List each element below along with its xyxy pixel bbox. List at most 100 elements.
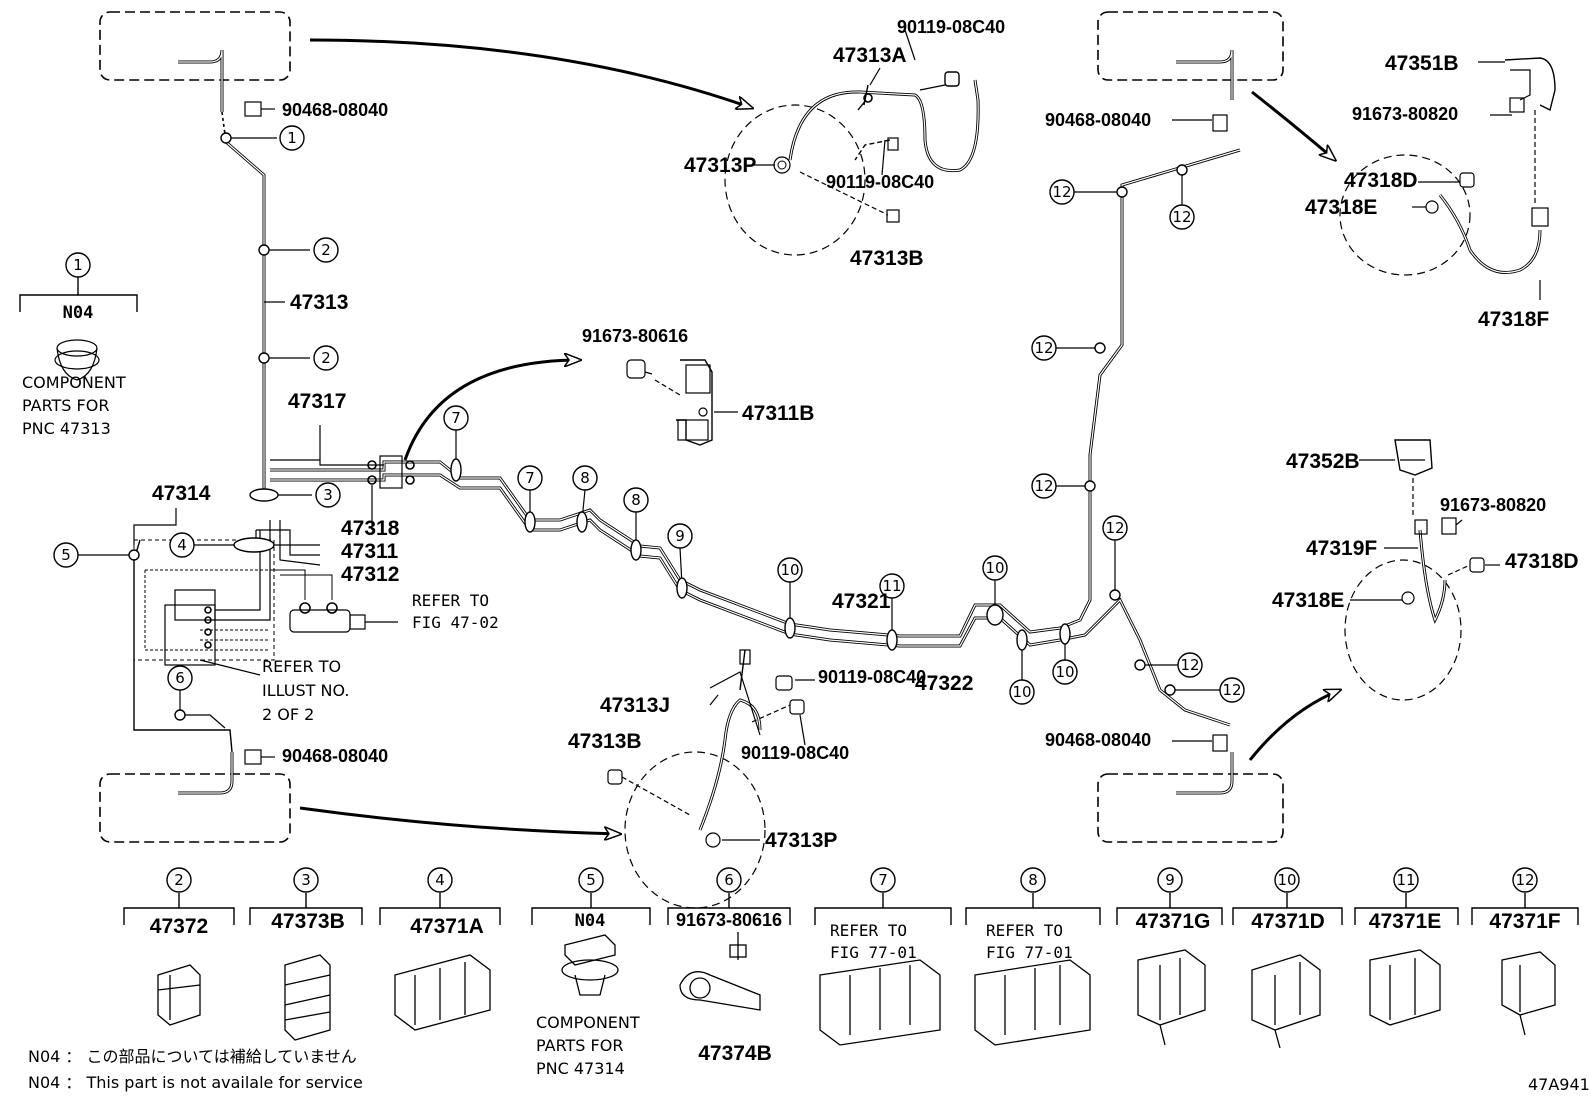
fastener-90468-b: 90468-08040 [282,746,388,766]
part-47318: 47318 [341,517,400,540]
callout-7-b: 7 [525,469,535,487]
fastener-90468-d: 90468-08040 [1045,730,1151,750]
legend-clip-drawings [157,932,1556,1049]
legend-num-9: 9 [1165,871,1175,889]
clip-47371F-icon [1501,951,1556,1036]
legend-part-n04: N04 [575,911,606,931]
grommet-N04-icon [561,934,619,996]
legend-num-5: 5 [586,871,596,889]
clip-47372-icon [157,964,201,1026]
legend-n04-note-line1: COMPONENT [536,1013,640,1032]
part-47313: 47313 [290,291,348,314]
component-note-line2: PARTS FOR [22,396,109,415]
callout-5: 5 [61,546,71,564]
part-47318D-bottom: 47318D [1505,550,1579,573]
part-47313A: 47313A [833,44,907,67]
part-47321: 47321 [832,590,891,613]
arrow-to-rear-left-hose [299,806,620,834]
part-47314: 47314 [152,482,211,505]
part-47319F: 47319F [1306,537,1377,560]
legend-7-refer-line2: FIG 77-01 [830,943,917,962]
footnote-japanese: N04 ： この部品については補給していません [28,1047,357,1066]
arrow-to-front-right-hose [1251,90,1335,160]
part-47317: 47317 [288,390,346,413]
callout-9: 9 [675,527,685,545]
part-47318D-top: 47318D [1344,169,1418,192]
legend-part-47374B: 47374B [698,1042,772,1065]
part-47313B-bottom: 47313B [568,730,642,753]
master-cylinder [270,569,398,633]
arrow-to-rear-right-hose [1248,690,1340,761]
rear-right-hose-detail [1344,439,1500,701]
refer-illust-line1: REFER TO [262,657,341,676]
legend-part-47371A: 47371A [410,915,484,938]
legend-part-47371D: 47371D [1251,910,1325,933]
component-note-line1: COMPONENT [22,373,126,392]
legend-num-8: 8 [1028,871,1038,889]
wheel-box-rear-right [1097,752,1284,843]
callout-12-a: 12 [1052,183,1071,201]
legend-part-47371E: 47371E [1369,910,1441,933]
part-47311: 47311 [341,540,399,563]
callout-circles [53,125,1245,705]
part-47311B: 47311B [742,402,814,425]
callout-11: 11 [882,577,901,595]
legend-num-10: 10 [1277,871,1296,889]
callout-4: 4 [177,536,187,554]
abs-actuator-47314 [133,520,275,666]
fastener-90119-b: 90119-08C40 [826,172,934,192]
legend-part-47373B: 47373B [271,910,345,933]
fastener-90119-d: 90119-08C40 [741,743,849,763]
arrow-to-clamp-47311B [403,360,580,461]
callout-12-e: 12 [1105,519,1124,537]
wheel-box-front-left [99,11,291,112]
callout-10-a: 10 [780,561,799,579]
part-47313J: 47313J [600,694,670,717]
fastener-90468-a: 90468-08040 [282,100,388,120]
callout-12-f: 12 [1180,656,1199,674]
callout-10-d: 10 [1055,663,1074,681]
legend-n04-note-line3: PNC 47314 [536,1059,625,1078]
callout-2-b: 2 [321,349,331,367]
wheel-box-rear-left [99,752,291,843]
clamp-47311B-detail [626,359,738,446]
refer-fig4702-line1: REFER TO [412,591,489,610]
legend-num-11: 11 [1396,871,1415,889]
legend-8-refer-line1: REFER TO [986,921,1063,940]
part-47352B: 47352B [1286,450,1360,473]
legend-num-12: 12 [1515,871,1534,889]
fastener-90468-c: 90468-08040 [1045,110,1151,130]
legend-num-3: 3 [301,871,311,889]
grommet-icon [54,339,100,381]
callout-12-g: 12 [1222,681,1241,699]
rear-left-hose-detail [607,649,815,909]
legend-7-refer-line1: REFER TO [830,921,907,940]
clip-47371G-icon [1137,949,1206,1046]
legend-num-2: 2 [174,871,184,889]
legend-8-refer-line2: FIG 77-01 [986,943,1073,962]
part-47312: 47312 [341,563,399,586]
component-note-line3: PNC 47313 [22,419,111,438]
callout-8-a: 8 [580,469,590,487]
callout-numbers: 1 2 2 3 4 5 6 7 7 8 8 9 10 10 10 10 11 1… [61,129,1241,701]
fastener-90119-a: 90119-08C40 [897,17,1005,37]
callout-12-c: 12 [1034,339,1053,357]
clip-47371D-icon [1251,954,1321,1049]
part-47313P-top: 47313P [684,154,756,177]
legend-n04-note-line2: PARTS FOR [536,1036,623,1055]
part-47318F: 47318F [1478,308,1549,331]
callout-10-c: 10 [1012,683,1031,701]
legend-part-91673-80616: 91673-80616 [676,910,782,930]
front-right-hose-detail [1339,57,1556,300]
callout-8-b: 8 [631,491,641,509]
arrow-to-front-left-hose [309,38,752,108]
fastener-91673-80616: 91673-80616 [582,326,688,346]
refer-fig4702-line2: FIG 47-02 [412,613,499,632]
part-47351B: 47351B [1385,52,1459,75]
legend-brackets [123,893,1579,925]
callout-2-a: 2 [321,241,331,259]
callout-6: 6 [175,669,185,687]
front-left-hose-detail [724,29,980,256]
joint-block [379,455,403,489]
